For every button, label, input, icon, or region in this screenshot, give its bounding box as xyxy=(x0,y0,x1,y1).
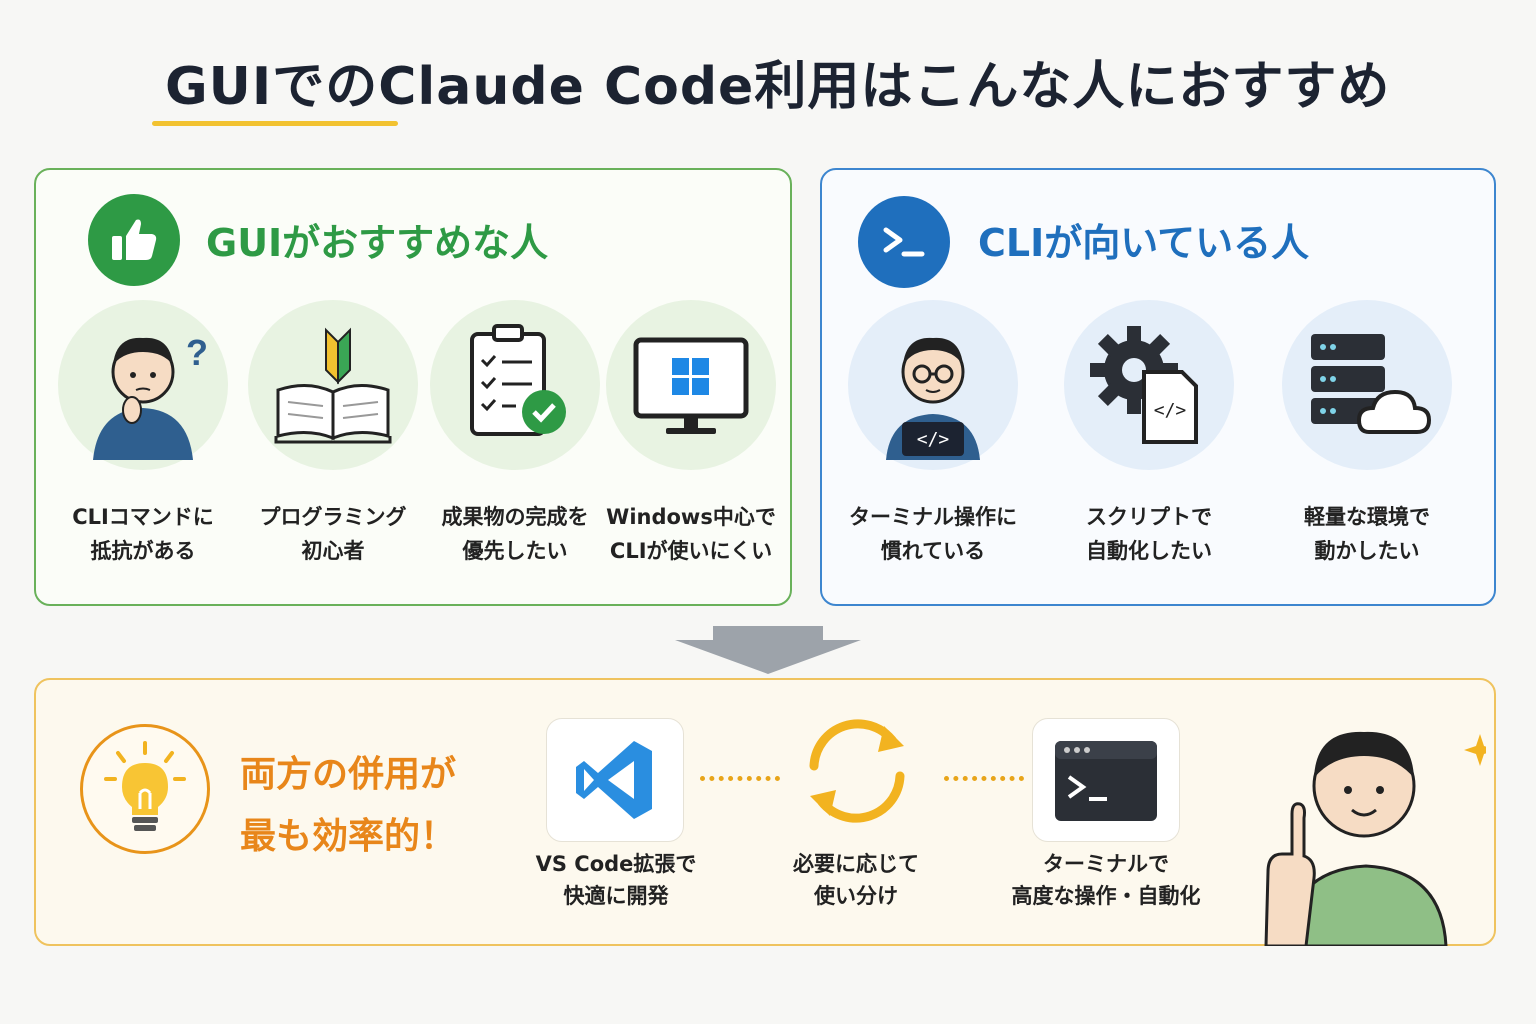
combined-use-heading: 両方の併用が 最も効率的！ xyxy=(240,754,457,857)
gear-script-icon: </> xyxy=(1064,300,1234,470)
cycle-label: 必要に応じて 使い分け xyxy=(793,852,919,908)
vscode-label: VS Code拡張で 快適に開発 xyxy=(535,852,697,908)
cycle-arrows-icon xyxy=(792,706,922,836)
svg-text:</>: </> xyxy=(1154,400,1187,421)
windows-monitor-icon xyxy=(606,300,776,470)
gui-recommended-panel: GUIがおすすめな人 ? CLIコマンドに 抵抗がある xyxy=(34,168,792,606)
lightbulb-icon xyxy=(80,724,210,854)
pointing-person-illustration xyxy=(1246,694,1496,948)
gui-item-label: 成果物の完成を 優先したい xyxy=(441,505,589,563)
dotted-connector xyxy=(700,776,780,781)
cli-item-automation: </> スクリプトで 自動化したい xyxy=(1054,300,1244,568)
cli-panel-heading: CLIが向いている人 xyxy=(978,221,1310,265)
terminal-prompt-icon xyxy=(858,196,950,288)
title-underline xyxy=(152,121,398,126)
combined-use-panel: 両方の併用が 最も効率的！ VS Code拡張で 快適に開発 必要に応じて 使い… xyxy=(34,678,1496,948)
vscode-icon xyxy=(546,718,684,842)
gui-item-windows: Windows中心で CLIが使いにくい xyxy=(596,300,786,568)
gui-panel-heading: GUIがおすすめな人 xyxy=(206,221,549,265)
beginner-book-icon xyxy=(248,300,418,470)
gui-item-cli-resistance: ? CLIコマンドに 抵抗がある xyxy=(48,300,238,568)
gui-item-label: プログラミング 初心者 xyxy=(259,505,407,563)
cli-item-label: 軽量な環境で 動かしたい xyxy=(1304,505,1430,563)
svg-text:</>: </> xyxy=(917,429,950,450)
page-title: GUIでのClaude Code利用はこんな人におすすめ xyxy=(165,57,1391,117)
confused-person-icon: ? xyxy=(58,300,228,470)
terminal-label: ターミナルで 高度な操作・自動化 xyxy=(1011,852,1201,908)
cli-item-lightweight: 軽量な環境で 動かしたい xyxy=(1272,300,1462,568)
down-arrow-icon xyxy=(675,626,861,674)
gui-item-label: Windows中心で CLIが使いにくい xyxy=(606,505,776,563)
server-cloud-icon xyxy=(1282,300,1452,470)
thumbs-up-icon xyxy=(88,194,180,286)
developer-person-icon: </> xyxy=(848,300,1018,470)
cli-item-label: スクリプトで 自動化したい xyxy=(1086,505,1212,563)
checklist-icon xyxy=(430,300,600,470)
gui-item-prioritize-output: 成果物の完成を 優先したい xyxy=(420,300,610,568)
cli-item-label: ターミナル操作に 慣れている xyxy=(849,505,1017,563)
svg-text:?: ? xyxy=(186,332,208,373)
gui-item-label: CLIコマンドに 抵抗がある xyxy=(72,505,214,563)
cli-suited-panel: CLIが向いている人 </> ターミナル操作に 慣れている xyxy=(820,168,1496,606)
dotted-connector xyxy=(944,776,1024,781)
cli-item-terminal-experienced: </> ターミナル操作に 慣れている xyxy=(838,300,1028,568)
gui-item-beginner: プログラミング 初心者 xyxy=(238,300,428,568)
terminal-window-icon xyxy=(1032,718,1180,842)
